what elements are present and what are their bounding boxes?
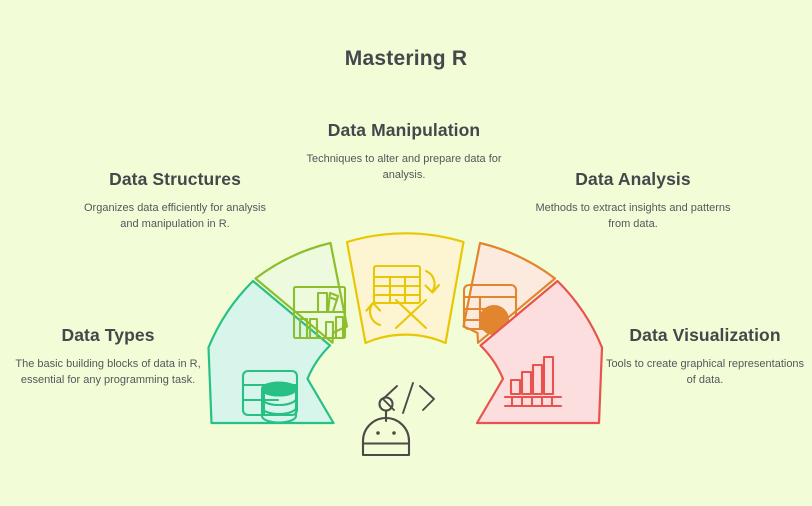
segment-shape-data-types: [207, 279, 335, 425]
label-desc-data-visualization: Tools to create graphical representation…: [605, 358, 805, 386]
page-title: Mastering R: [344, 47, 468, 70]
label-block-data-types: Data Types The basic building blocks of …: [8, 325, 208, 389]
label-title-data-structures: Data Structures: [109, 169, 241, 189]
code-brackets-icon: [382, 382, 435, 414]
bookshelf-icon: [292, 285, 347, 340]
label-block-data-analysis: Data Analysis Methods to extract insight…: [535, 169, 731, 233]
label-title-data-types: Data Types: [61, 325, 155, 345]
fan-segment-data-analysis[interactable]: [462, 241, 557, 344]
fan-segment-data-types[interactable]: [207, 279, 335, 425]
label-desc-data-manipulation: Techniques to alter and prepare data for…: [306, 153, 502, 181]
label-title-data-visualization: Data Visualization: [629, 325, 781, 345]
label-desc-data-structures: Organizes data efficiently for analysis …: [84, 202, 266, 230]
label-block-data-structures: Data Structures Organizes data efficient…: [75, 169, 275, 233]
label-title-data-analysis: Data Analysis: [575, 169, 691, 189]
label-title-data-manipulation: Data Manipulation: [327, 120, 481, 140]
fan-segment-data-visualization[interactable]: [475, 279, 604, 425]
fan-segment-data-manipulation[interactable]: [345, 232, 465, 345]
table-transform-shuffle-icon: [365, 264, 441, 330]
label-desc-data-analysis: Methods to extract insights and patterns…: [535, 202, 731, 230]
label-desc-data-types: The basic building blocks of data in R, …: [15, 358, 201, 386]
segment-shape-data-visualization: [475, 279, 604, 425]
label-block-data-visualization: Data Visualization Tools to create graph…: [600, 325, 810, 389]
bar-chart-icon: [503, 355, 563, 408]
label-block-data-manipulation: Data Manipulation Techniques to alter an…: [306, 120, 502, 184]
fan-segment-data-structures[interactable]: [254, 241, 349, 344]
table-database-icon: [241, 369, 299, 424]
robot-head-icon: [361, 396, 411, 457]
